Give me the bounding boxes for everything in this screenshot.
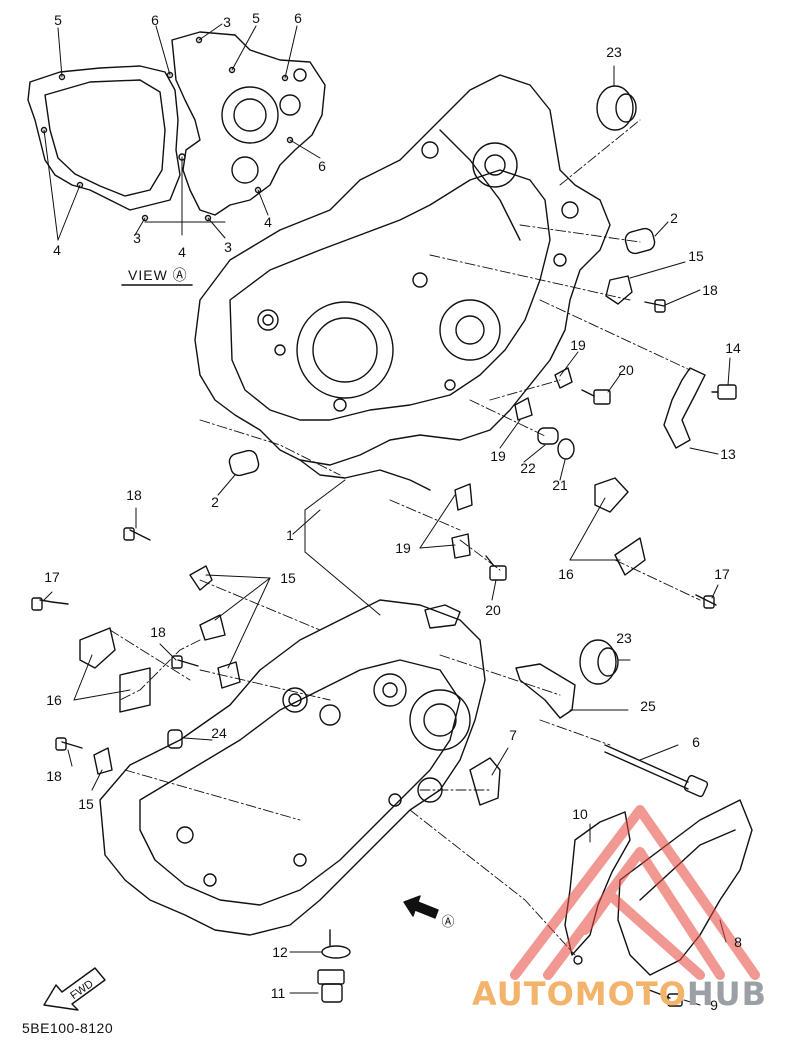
dowel-2-upper <box>624 227 656 255</box>
callout-18-label: 18 <box>126 487 142 503</box>
callout-15-label: 15 <box>280 570 296 586</box>
callout-4-label: 4 <box>264 214 272 230</box>
callout-8-label: 8 <box>734 934 742 950</box>
callout-6-label: 6 <box>692 734 700 750</box>
callout-16-label: 16 <box>46 692 62 708</box>
callout-3-label: 3 <box>223 14 231 30</box>
callout-3-label: 3 <box>224 239 232 255</box>
callout-14-label: 14 <box>725 340 741 356</box>
dowel-2-lower <box>228 449 260 477</box>
callout-2-label: 2 <box>670 210 678 226</box>
crankcase-left-half <box>99 599 486 947</box>
view-a-marker: Ⓐ <box>441 914 455 929</box>
washer-21 <box>557 438 575 460</box>
callout-17-label: 17 <box>714 566 730 582</box>
cover-25 <box>515 663 576 719</box>
callout-5-label: 5 <box>54 12 62 28</box>
callout-leaders <box>43 65 731 1006</box>
callout-3-label: 3 <box>133 230 141 246</box>
fwd-arrow-icon <box>43 967 106 1011</box>
seal-23-upper <box>596 85 637 131</box>
automotohub-logo-icon <box>510 805 760 980</box>
callout-23-label: 23 <box>616 630 632 646</box>
view-a-gasket-left <box>27 65 181 222</box>
bolt-17 <box>31 594 717 611</box>
bracket-7 <box>469 757 501 806</box>
bolt-18 <box>55 299 666 751</box>
bolt-14 <box>711 384 737 400</box>
plate-16 <box>79 477 646 713</box>
callout-18-label: 18 <box>46 768 62 784</box>
callout-16-label: 16 <box>558 566 574 582</box>
bracket-19 <box>451 367 573 559</box>
bolt-9 <box>643 987 683 1007</box>
view-a-leaders <box>43 23 321 286</box>
callout-24-label: 24 <box>211 725 227 741</box>
callout-4-label: 4 <box>178 244 186 260</box>
callout-13-label: 13 <box>720 446 736 462</box>
watermark-brand-suffix: HUB <box>686 975 768 1013</box>
callout-6-label: 6 <box>318 158 326 174</box>
watermark-brand-main: AUTOMOTO <box>472 975 687 1013</box>
callout-20-label: 20 <box>485 602 501 618</box>
callout-11-label: 11 <box>270 985 286 1001</box>
callout-23-label: 23 <box>606 44 622 60</box>
callout-10-label: 10 <box>572 806 588 822</box>
pin-24 <box>167 729 183 749</box>
part-code: 5BE100-8120 <box>22 1020 114 1036</box>
callout-15-label: 15 <box>688 248 704 264</box>
seal-23-lower <box>579 639 619 685</box>
callout-7-label: 7 <box>509 727 517 743</box>
view-a-label: VIEW Ⓐ <box>128 267 188 283</box>
callout-4-label: 4 <box>53 242 61 258</box>
callout-19-label: 19 <box>570 337 586 353</box>
clamp-15 <box>93 275 633 775</box>
callout-5-label: 5 <box>252 10 260 26</box>
washer-12 <box>321 945 351 959</box>
callout-2-label: 2 <box>211 494 219 510</box>
long-bolt-6 <box>604 744 709 798</box>
callout-17-label: 17 <box>44 569 60 585</box>
alignment-lines <box>109 119 701 956</box>
callout-9-label: 9 <box>710 997 718 1013</box>
callout-1-label: 1 <box>286 527 294 543</box>
bolt-20 <box>485 389 611 581</box>
callout-15-label: 15 <box>78 796 94 812</box>
callout-21-label: 21 <box>552 477 568 493</box>
bracket-13 <box>663 367 706 449</box>
callout-18-label: 18 <box>150 624 166 640</box>
callout-6-label: 6 <box>151 12 159 28</box>
callout-20-label: 20 <box>618 362 634 378</box>
callout-18-label: 18 <box>702 282 718 298</box>
callout-6-label: 6 <box>294 10 302 26</box>
callout-19-label: 19 <box>395 540 411 556</box>
dowel-22 <box>537 427 559 445</box>
watermark-brand: AUTOMOTOHUB <box>472 975 767 1013</box>
view-a-arrow-icon <box>403 895 439 919</box>
crankcase-right-half <box>194 74 611 491</box>
callout-25-label: 25 <box>640 698 656 714</box>
callout-12-label: 12 <box>272 944 288 960</box>
callout-19-label: 19 <box>490 448 506 464</box>
view-a-gasket-right <box>171 31 326 222</box>
plug-11 <box>317 969 345 1003</box>
callout-22-label: 22 <box>520 460 536 476</box>
